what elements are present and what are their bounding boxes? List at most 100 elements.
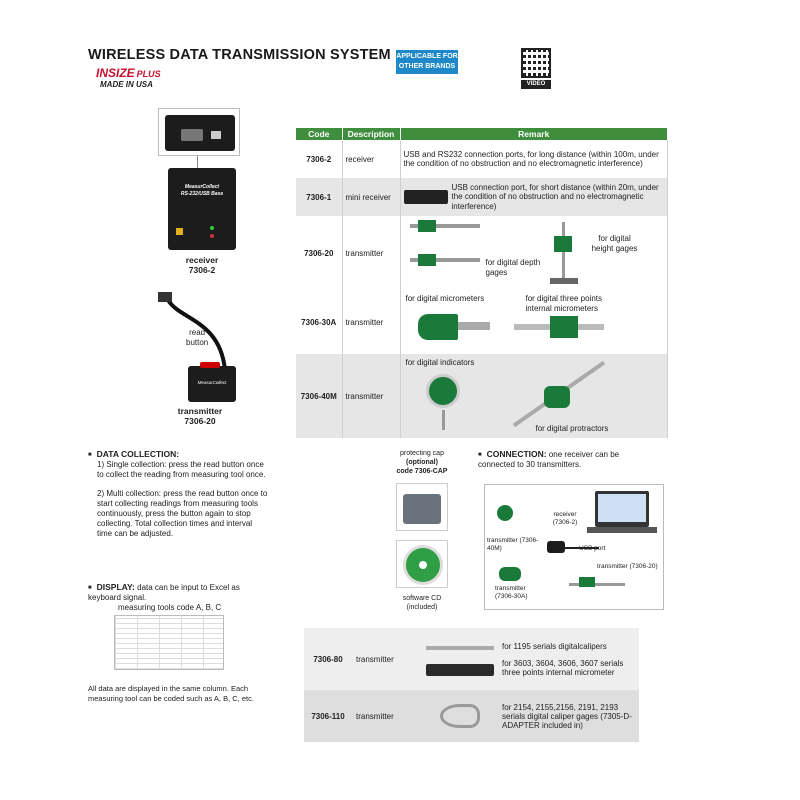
cap-caption: protecting cap (optional) code 7306-CAP bbox=[388, 449, 456, 476]
row-description: receiver bbox=[342, 140, 401, 178]
row-description: transmitter bbox=[342, 354, 401, 438]
indicator-label: for digital indicators bbox=[405, 358, 475, 367]
laptop-image bbox=[595, 491, 649, 527]
display-text: data can be input to Excel as keyboard s… bbox=[88, 583, 240, 602]
remark-b: for 3603, 3604, 3606, 3607 serials three… bbox=[502, 658, 624, 677]
caliper-image bbox=[426, 646, 494, 650]
transmitter-device: MeasurCollect bbox=[188, 362, 236, 402]
transmitter-code: 7306-20 bbox=[184, 416, 216, 426]
row-remark-text: USB connection port, for short distance … bbox=[451, 182, 659, 211]
row-remark: for 2154, 2155,2156, 2191, 2193 serials … bbox=[498, 690, 639, 742]
row-code: 7306-110 bbox=[304, 690, 352, 742]
brand-name: INSIZE bbox=[96, 66, 135, 80]
cap-image bbox=[396, 483, 448, 531]
transmitter-box-text: MeasurCollect bbox=[197, 380, 227, 385]
caliper-icon bbox=[569, 583, 625, 586]
depth-gage-image bbox=[409, 224, 480, 228]
connection-heading: CONNECTION: bbox=[478, 449, 547, 459]
made-in-label: MADE IN USA bbox=[100, 80, 153, 89]
table-row: 7306-1 mini receiver USB connection port… bbox=[296, 178, 668, 216]
page-title: WIRELESS DATA TRANSMISSION SYSTEM bbox=[88, 47, 391, 63]
transmitter-cable bbox=[158, 292, 227, 371]
row-images bbox=[422, 690, 498, 742]
data-collection-item-2: 2) Multi collection: press the read butt… bbox=[97, 489, 268, 538]
cap-line-3: code 7306-CAP bbox=[396, 468, 448, 475]
table-row: 7306-20 transmitter for digital depth ga… bbox=[296, 216, 668, 290]
cd-line-2: (included) bbox=[406, 604, 438, 611]
indicator-icon bbox=[497, 505, 513, 521]
usb-cable bbox=[565, 547, 599, 549]
laptop-base bbox=[587, 527, 657, 533]
cd-image bbox=[396, 540, 448, 588]
data-collection-item-1: 1) Single collection: press the read but… bbox=[97, 460, 266, 479]
row-description: transmitter bbox=[342, 216, 401, 290]
t20-label: transmitter (7306-20) bbox=[597, 563, 658, 570]
row-code: 7306-20 bbox=[296, 216, 343, 290]
row-remark: for 1195 serials digitalcalipers for 360… bbox=[498, 628, 639, 690]
receiver-screen-line-1: MeasurCollect bbox=[184, 184, 220, 190]
table-row: 7306-80 transmitter for 1195 serials dig… bbox=[304, 628, 639, 690]
internal-micrometer-label: for digital three points internal microm… bbox=[525, 294, 603, 313]
t30-label: transmitter (7306-30A) bbox=[495, 585, 528, 600]
table-row: 7306-110 transmitter for 2154, 2155,2156… bbox=[304, 690, 639, 742]
height-gage-image bbox=[561, 222, 565, 282]
row-code: 7306-2 bbox=[296, 140, 343, 178]
receiver-label: receiver 7306-2 bbox=[168, 255, 236, 275]
row-remark: USB and RS232 connection ports, for long… bbox=[400, 140, 668, 178]
badge-line-2: OTHER BRANDS bbox=[398, 63, 456, 70]
table-header-row: Code Description Remark bbox=[296, 128, 668, 140]
row-code: 7306-80 bbox=[304, 628, 352, 690]
sheet-caption: measuring tools code A, B, C bbox=[118, 603, 222, 612]
receiver-icon bbox=[547, 541, 565, 553]
row-code: 7306-30A bbox=[296, 290, 343, 354]
height-gage-body bbox=[553, 236, 572, 252]
receiver-device: MeasurCollect RS-232/USB Base bbox=[168, 168, 236, 250]
usb-port-closeup bbox=[158, 108, 240, 156]
qr-code-icon[interactable] bbox=[521, 48, 551, 78]
mini-receiver-icon bbox=[403, 190, 448, 204]
read-note-line-1: read bbox=[189, 328, 206, 337]
connection-text: one receiver can be connected to 30 tran… bbox=[478, 450, 620, 469]
height-gage-base bbox=[549, 278, 578, 284]
receiver-screen-line-2: RS-232/USB Base bbox=[180, 191, 224, 197]
indicator-stem bbox=[441, 410, 445, 430]
data-collection-heading: DATA COLLECTION: bbox=[88, 449, 179, 459]
protractor-image bbox=[543, 386, 570, 408]
display-footer: All data are displayed in the same colum… bbox=[88, 684, 254, 703]
row-description: transmitter bbox=[352, 690, 422, 742]
caliper-body bbox=[579, 577, 595, 587]
row-code: 7306-1 bbox=[296, 178, 343, 216]
read-note-line-2: button bbox=[186, 338, 209, 347]
transmitter-label: transmitter 7306-20 bbox=[166, 406, 234, 426]
row-remark: for digital micrometers for digital thre… bbox=[400, 290, 668, 354]
transmitter-label-text: transmitter bbox=[177, 406, 223, 416]
product-table: Code Description Remark 7306-2 receiver … bbox=[296, 128, 668, 438]
usb-port-label: USB port bbox=[579, 545, 606, 552]
connection-diagram: receiver (7306-2) USB port transmitter (… bbox=[484, 484, 664, 610]
protractor-label: for digital protractors bbox=[535, 424, 609, 433]
micrometer-label: for digital micrometers bbox=[405, 294, 485, 303]
display-section: DISPLAY: data can be input to Excel as k… bbox=[88, 582, 268, 603]
internal-micrometer-image bbox=[426, 664, 494, 676]
row-images bbox=[422, 628, 498, 690]
row-remark: for digital depth gages for digital heig… bbox=[400, 216, 668, 290]
applicable-badge: APPLICABLE FOR OTHER BRANDS bbox=[396, 50, 458, 74]
row-remark: USB connection port, for short distance … bbox=[400, 178, 668, 216]
micrometer-image bbox=[417, 314, 458, 340]
depth-gage-label: for digital depth gages bbox=[485, 258, 541, 277]
indicator-image bbox=[425, 374, 460, 408]
cap-line-1: protecting cap bbox=[400, 450, 444, 457]
cd-caption: software CD (included) bbox=[392, 594, 452, 612]
brand-suffix: PLUS bbox=[136, 69, 161, 79]
excel-sheet-image bbox=[114, 615, 224, 670]
micrometer-icon bbox=[499, 567, 521, 581]
internal-micrometer-body bbox=[549, 316, 578, 338]
height-gage-label: for digital height gages bbox=[591, 234, 638, 253]
table-row: 7306-2 receiver USB and RS232 connection… bbox=[296, 140, 668, 178]
receiver-label-text: receiver bbox=[185, 255, 219, 265]
micrometer-spindle bbox=[457, 322, 490, 330]
row-remark: for digital indicators for digital protr… bbox=[400, 354, 668, 438]
cd-line-1: software CD bbox=[402, 595, 442, 602]
read-button-note: read button bbox=[186, 328, 208, 348]
